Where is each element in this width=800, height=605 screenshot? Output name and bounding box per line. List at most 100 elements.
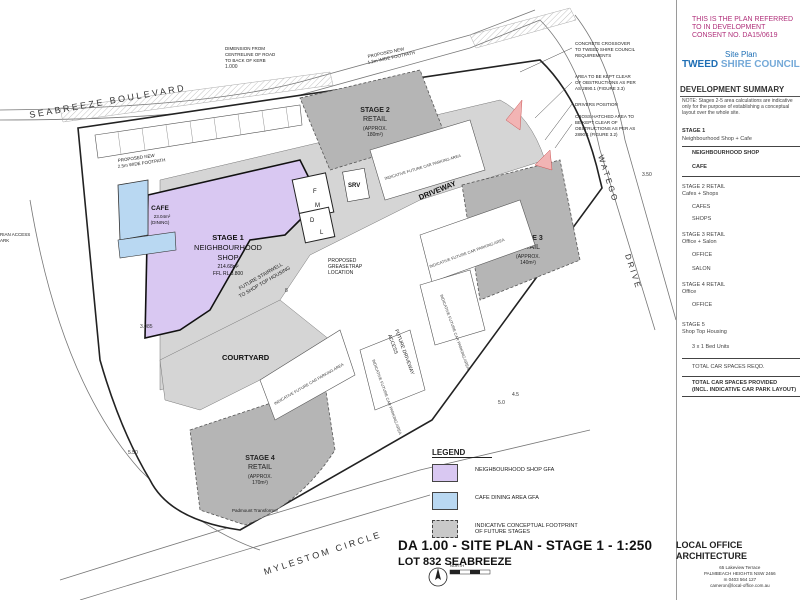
clear1-1: AREA TO BE KEPT CLEAR	[575, 74, 632, 79]
summary-stage4: STAGE 4 RETAIL	[682, 282, 726, 288]
north-label: NORTH	[450, 563, 464, 568]
title-block: DA 1.00 - SITE PLAN - STAGE 1 - 1:250 LO…	[398, 538, 652, 568]
stage4-footprint	[189, 384, 336, 526]
rule	[682, 176, 800, 177]
clear2-1: CROSS HATCHED AREA TO	[575, 114, 635, 119]
cafe-area: 23.04m²	[154, 214, 171, 219]
road-mylestom: MYLESTOM CIRCLE	[263, 529, 383, 577]
cafe-deck	[117, 231, 177, 259]
clear2-3: OBSTRUCTIONS AS PER AS	[575, 126, 635, 131]
greasetrap-label-3: LOCATION	[328, 270, 354, 276]
summary-shop: NEIGHBOURHOOD SHOP	[692, 150, 759, 156]
firm-addr-4: cameron@local-office.com.au	[710, 582, 770, 588]
stage4-approx: (APPROX.	[248, 474, 272, 480]
rule	[682, 358, 800, 359]
legend-item-future: INDICATIVE CONCEPTUAL FOOTPRINT OF FUTUR…	[430, 520, 640, 542]
logo-subtitle: Site Plan	[724, 50, 758, 59]
cafe-use: (DINING)	[151, 220, 170, 225]
access-note-1: RIAN ACCESS	[0, 232, 30, 237]
stage4-use: RETAIL	[248, 464, 272, 471]
legend-label-future: INDICATIVE CONCEPTUAL FOOTPRINT OF FUTUR…	[475, 523, 578, 535]
stage2-area: 180m²)	[367, 132, 383, 138]
summary-stage5: STAGE 5	[682, 322, 705, 328]
dim-note-1: DIMENSION FROM	[225, 46, 265, 51]
scale-bar	[449, 569, 491, 575]
summary-cafes: CAFES	[692, 204, 711, 210]
greasetrap-label-1: PROPOSED	[328, 258, 357, 264]
firm-addr-2: PALMBEACH HEIGHTS NSW 2466	[704, 570, 776, 576]
top-parking-strip	[94, 104, 303, 159]
amenities-block	[291, 172, 336, 244]
summary-total-req: TOTAL CAR SPACES REQD.	[692, 364, 765, 370]
summary-panel	[676, 0, 800, 600]
legend-swatch-future	[432, 520, 458, 538]
logo-main: TWEED SHIRE COUNCIL	[682, 59, 800, 70]
crossover-1: CONCRETE CROSSOVER	[575, 41, 631, 46]
summary-salon: SALON	[692, 266, 711, 272]
summary-total-prov: TOTAL CAR SPACES PROVIDED	[692, 380, 777, 386]
firm-address: 65 Lakeview Terrace PALMBEACH HEIGHTS NS…	[704, 565, 776, 588]
council-stamp: THIS IS THE PLAN REFERRED TO IN DEVELOPM…	[692, 16, 800, 40]
logo-main-b: SHIRE COUNCIL	[718, 59, 800, 70]
legend-item-shop: NEIGHBOURHOOD SHOP GFA	[430, 464, 640, 486]
legend-label-cafe: CAFE DINING AREA GFA	[475, 495, 539, 501]
council-logo: Site Plan TWEED SHIRE COUNCIL	[682, 50, 800, 70]
total-prov-label-2: (INCL. INDICATIVE CAR PARK LAYOUT)	[692, 387, 797, 393]
stage3-approx: (APPROX.	[516, 254, 540, 260]
clear-zone-2	[534, 149, 553, 171]
dim-3085: 3.085	[140, 324, 153, 330]
legend: LEGEND NEIGHBOURHOOD SHOP GFA CAFE DININ…	[430, 448, 640, 542]
cafe-label: CAFE	[151, 205, 169, 212]
amenity-m-label: M	[315, 203, 320, 209]
stamp-line-1: THIS IS THE PLAN REFERRED	[692, 16, 794, 23]
road-drive: DRIVE	[623, 253, 643, 291]
courtyard-label: COURTYARD	[222, 353, 270, 362]
legend-swatch-shop	[432, 464, 458, 482]
stamp-line-2: TO IN DEVELOPMENT	[692, 24, 766, 32]
legend-label-future-2: OF FUTURE STAGES	[475, 529, 530, 535]
summary-shops: SHOPS	[692, 216, 712, 222]
stage1-use2: SHOP	[217, 253, 238, 262]
dim-8: 8	[285, 288, 288, 294]
legend-title: LEGEND	[432, 448, 492, 458]
site-plan-drawing: SEABREEZE BOULEVARD WATEGO DRIVE MYLESTO…	[0, 7, 677, 601]
clear2-4: 2890.1 (FIGURE 3.2)	[575, 132, 618, 137]
legend-label-future-1: INDICATIVE CONCEPTUAL FOOTPRINT	[475, 523, 578, 529]
stage1-use: NEIGHBOURHOOD	[194, 243, 263, 252]
summary-stage1-sub: Neighbourhood Shop + Cafe	[682, 136, 752, 142]
crossover-2: TO TWEED SHIRE COUNCIL	[575, 47, 636, 52]
legend-label-shop: NEIGHBOURHOOD SHOP GFA	[475, 467, 555, 473]
footpath-hatch	[59, 7, 577, 123]
drawing-subtitle: LOT 832 SEABREEZE	[398, 556, 512, 568]
summary-office: OFFICE	[692, 252, 713, 258]
dim-1000: 1.000	[225, 64, 238, 70]
stage3-area: 140m²)	[520, 260, 536, 266]
leader-lines	[519, 47, 573, 149]
firm-addr-1: 65 Lakeview Terrace	[719, 565, 761, 570]
logo-main-a: TWEED	[682, 59, 719, 70]
rule	[682, 396, 800, 397]
srv-label: SRV	[348, 183, 360, 189]
drawing-title: DA 1.00 - SITE PLAN - STAGE 1 - 1:250	[398, 538, 653, 553]
dim-50: 5.0	[498, 400, 505, 406]
total-prov-label: TOTAL CAR SPACES PROVIDED	[692, 380, 778, 386]
greasetrap-label-2: GREASETRAP	[328, 264, 363, 270]
firm-line-2: ARCHITECTURE	[676, 550, 747, 561]
access-note-2: ARK	[0, 238, 9, 243]
stage2-label: STAGE 2	[360, 107, 390, 114]
legend-item-cafe: CAFE DINING AREA GFA	[430, 492, 640, 514]
stage4-area: 170m²)	[252, 480, 268, 486]
summary-stage4-sub: Office	[682, 289, 697, 295]
stage1-label: STAGE 1	[212, 233, 244, 242]
architect-firm: LOCAL OFFICE ARCHITECTURE	[676, 540, 747, 562]
stage2-approx: (APPROX.	[363, 126, 387, 132]
dim-note-2: CENTRELINE OF ROAD	[225, 52, 276, 57]
stamp-line-3: CONSENT NO. DA15/0619	[692, 32, 778, 40]
summary-shop-label: NEIGHBOURHOOD SHOP	[692, 150, 760, 156]
summary-stage2: STAGE 2 RETAIL	[682, 184, 726, 190]
stage2-use: RETAIL	[363, 116, 387, 123]
dim-note-3: TO BACK OF KERB	[225, 58, 266, 63]
summary-stage2-sub: Cafes + Shops	[682, 191, 719, 197]
footpath-note-1: PROPOSED NEW	[117, 153, 155, 163]
